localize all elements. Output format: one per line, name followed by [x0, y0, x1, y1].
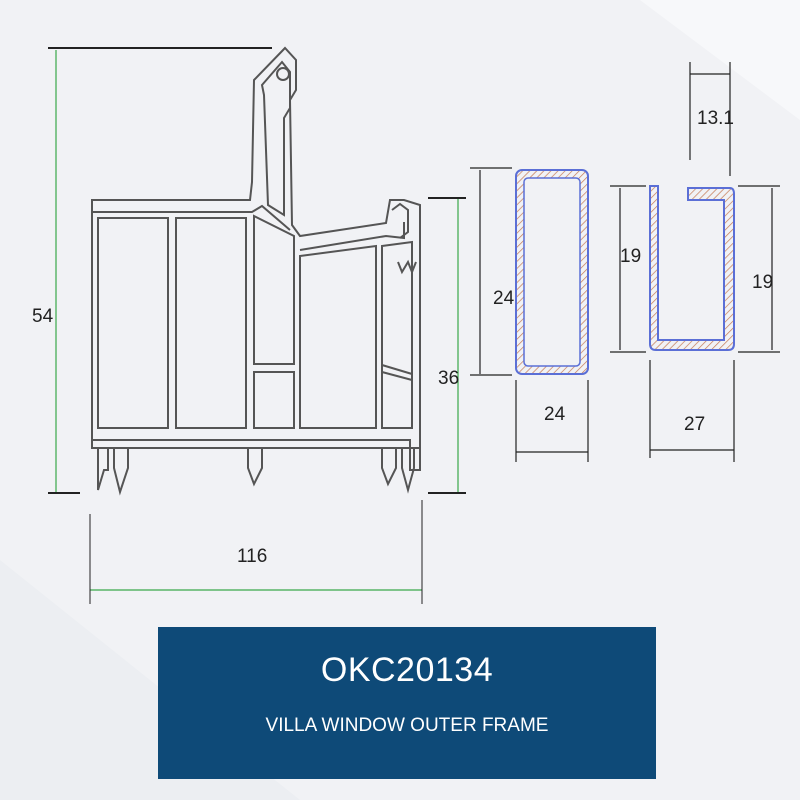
frame-extension-lines — [48, 47, 466, 604]
steel-u-left-height-label: 19 — [620, 246, 641, 267]
steel-u-right-height-label: 19 — [752, 272, 773, 293]
steel-square-profile — [515, 169, 589, 375]
product-title-box: OKC20134 VILLA WINDOW OUTER FRAME — [158, 627, 656, 779]
steel-u-width-label: 27 — [684, 414, 705, 435]
product-code: OKC20134 — [320, 651, 494, 689]
steel-square-width-label: 24 — [544, 404, 566, 425]
steel-u-dimensions — [610, 62, 780, 462]
frame-width-label: 116 — [237, 546, 267, 567]
frame-depth-label: 36 — [438, 368, 459, 389]
steel-u-opening-label: 13.1 — [697, 108, 734, 129]
frame-height-label: 54 — [32, 306, 54, 327]
steel-square-height-label: 24 — [493, 288, 515, 309]
steel-square-dimensions — [470, 167, 589, 462]
steel-u-profile — [649, 185, 735, 351]
frame-profile — [91, 46, 421, 496]
product-name: VILLA WINDOW OUTER FRAME — [265, 715, 549, 736]
frame-dimensions — [55, 50, 459, 591]
